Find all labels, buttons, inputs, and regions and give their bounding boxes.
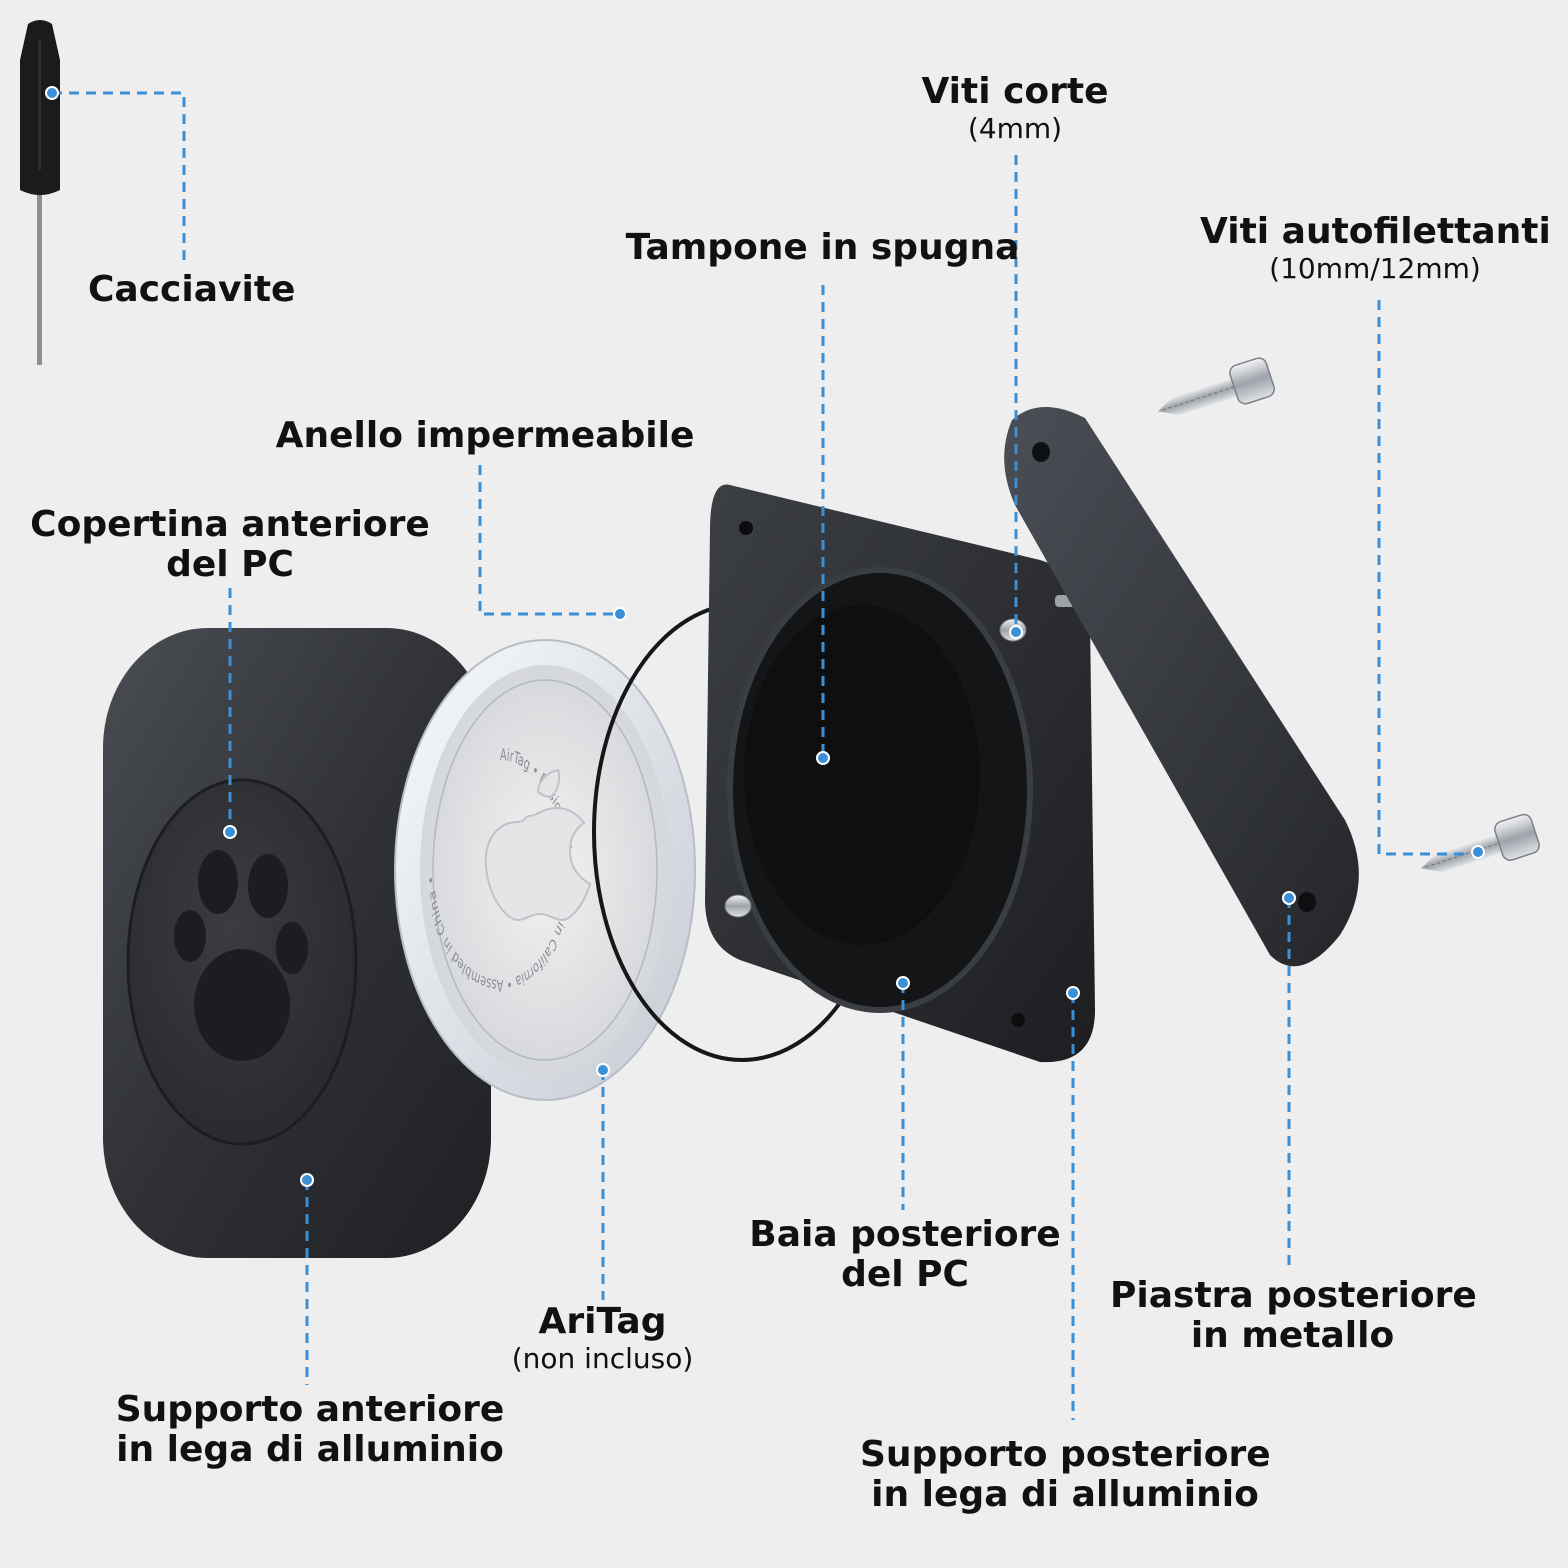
apple-logo-icon <box>484 768 592 922</box>
label-piastra: Piastra posteriore in metallo <box>1110 1275 1477 1356</box>
label-supporto-anteriore: Supporto anteriore in lega di alluminio <box>115 1389 505 1470</box>
label-copertina: Copertina anteriore del PC <box>30 504 430 585</box>
label-viti-corte: Viti corte (4mm) <box>921 71 1109 146</box>
front-cover <box>103 628 491 1258</box>
leader-anello <box>478 465 620 616</box>
label-anello: Anello impermeabile <box>275 415 695 456</box>
airtag: AirTag • Designed by Apple in California… <box>394 639 696 1101</box>
metal-back-plate <box>1004 406 1359 967</box>
label-viti-autofilettanti: Viti autofilettanti (10mm/12mm) <box>1200 211 1551 286</box>
screwdriver-shaft <box>37 180 42 365</box>
sponge-pad <box>744 605 980 945</box>
label-cacciavite: Cacciavite <box>88 269 296 310</box>
label-baia: Baia posteriore del PC <box>749 1214 1061 1295</box>
paw-print-icon <box>174 850 308 1061</box>
label-airtag: AriTag (non incluso) <box>511 1301 694 1376</box>
label-supporto-posteriore: Supporto posteriore in lega di alluminio <box>860 1434 1271 1515</box>
leader-viti-autofilettanti <box>1377 300 1478 856</box>
leader-cacciavite <box>52 91 186 265</box>
screwdriver <box>20 20 60 365</box>
metal-back-plate-body <box>1004 406 1359 967</box>
label-tampone: Tampone in spugna <box>625 227 1020 268</box>
leader-lines <box>52 91 1478 1420</box>
leader-dots <box>45 86 1485 1187</box>
